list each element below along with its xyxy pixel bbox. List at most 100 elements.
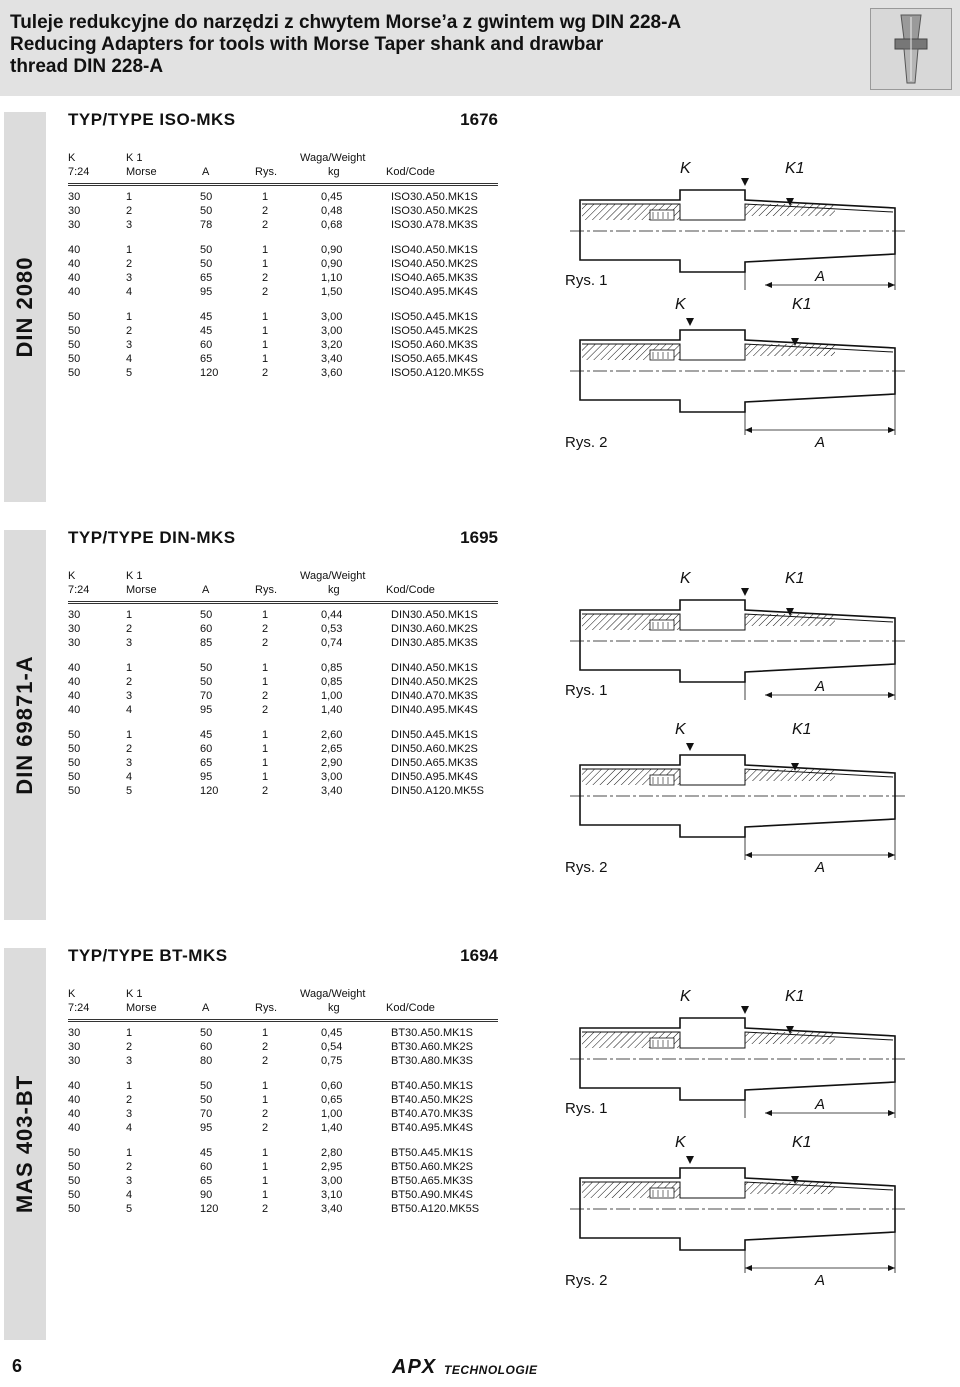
table-cell: 50	[68, 743, 81, 755]
table-cell: 60	[200, 1161, 213, 1173]
dimension-k-label: K	[680, 988, 691, 1005]
table-cell: 50	[68, 339, 81, 351]
column-header-rys: Rys.	[255, 166, 277, 178]
table-cell: ISO50.A45.MK1S	[391, 311, 478, 323]
table-cell: BT50.A65.MK3S	[391, 1175, 473, 1187]
table-cell: 95	[200, 286, 213, 298]
section-number: 1694	[460, 946, 498, 965]
band-label: DIN 2080	[12, 256, 37, 358]
table-cell: 1	[262, 757, 269, 769]
table-cell: 2	[262, 1055, 269, 1067]
column-header-weight-top: Waga/Weight	[300, 570, 366, 582]
dimension-k-label: K	[680, 160, 691, 177]
table-cell: 0,53	[321, 623, 343, 635]
table-cell: 65	[200, 757, 213, 769]
table-cell: 50	[200, 609, 213, 621]
adapter-photo-icon	[871, 9, 951, 89]
table-cell: 50	[68, 325, 81, 337]
header-rule	[68, 185, 498, 186]
table-cell: 1	[126, 609, 133, 621]
table-cell: 2	[126, 623, 133, 635]
table-cell: 5	[126, 785, 133, 797]
table-cell: 2	[126, 1094, 133, 1106]
table-cell: 1	[126, 311, 133, 323]
section-title: TYP/TYPE ISO-MKS 1676	[68, 110, 498, 132]
table-cell: 2	[126, 1161, 133, 1173]
section-title: TYP/TYPE DIN-MKS 1695	[68, 528, 498, 550]
table-cell: 3	[126, 339, 133, 351]
table-cell: 50	[68, 311, 81, 323]
table-cell: 1	[262, 1189, 269, 1201]
table-cell: 50	[68, 353, 81, 365]
section-title: TYP/TYPE BT-MKS 1694	[68, 946, 498, 968]
table-cell: 0,90	[321, 258, 343, 270]
table-cell: DIN50.A60.MK2S	[391, 743, 478, 755]
table-cell: 1	[262, 1161, 269, 1173]
table-cell: 1	[262, 353, 269, 365]
table-cell: 3,00	[321, 311, 343, 323]
table-cell: 4	[126, 771, 133, 783]
table-cell: 3	[126, 1108, 133, 1120]
table-cell: 5	[126, 367, 133, 379]
dimension-k1-label: K1	[792, 1134, 812, 1151]
table-cell: BT40.A70.MK3S	[391, 1108, 473, 1120]
table-cell: 50	[68, 757, 81, 769]
figure-label-rys-1: Rys. 1	[565, 682, 608, 699]
table-cell: 4	[126, 1122, 133, 1134]
table-cell: 0,48	[321, 205, 343, 217]
table-cell: DIN50.A45.MK1S	[391, 729, 478, 741]
table-cell: 45	[200, 325, 213, 337]
table-cell: 80	[200, 1055, 213, 1067]
side-band-mas-403-bt: MAS 403-BT	[4, 948, 46, 1340]
table-cell: DIN30.A60.MK2S	[391, 623, 478, 635]
table-cell: 1,40	[321, 704, 343, 716]
table-cell: 90	[200, 1189, 213, 1201]
table-cell: 0,85	[321, 662, 343, 674]
product-thumbnail-image	[870, 8, 952, 90]
table-cell: 40	[68, 1094, 81, 1106]
table-cell: 5	[126, 1203, 133, 1215]
table-cell: 1,10	[321, 272, 343, 284]
table-cell: 50	[200, 1094, 213, 1106]
table-cell: 0,75	[321, 1055, 343, 1067]
dimension-k-label: K	[675, 721, 686, 738]
table-cell: 65	[200, 1175, 213, 1187]
section-type: TYP/TYPE DIN-MKS	[68, 528, 236, 547]
column-header-k1-bottom: Morse	[126, 584, 157, 596]
table-cell: 50	[200, 1080, 213, 1092]
dimension-k-label: K	[675, 1134, 686, 1151]
table-cell: ISO40.A95.MK4S	[391, 286, 478, 298]
table-cell: 3	[126, 637, 133, 649]
table-cell: 4	[126, 353, 133, 365]
adapter-cross-section-svg	[570, 178, 905, 435]
table-cell: 3,00	[321, 1175, 343, 1187]
table-cell: 70	[200, 1108, 213, 1120]
table-cell: 45	[200, 729, 213, 741]
table-cell: BT50.A60.MK2S	[391, 1161, 473, 1173]
figure-label-rys-1: Rys. 1	[565, 1100, 608, 1117]
table-cell: 85	[200, 637, 213, 649]
table-cell: 1	[262, 339, 269, 351]
table-cell: 2	[126, 325, 133, 337]
table-cell: 0,90	[321, 244, 343, 256]
